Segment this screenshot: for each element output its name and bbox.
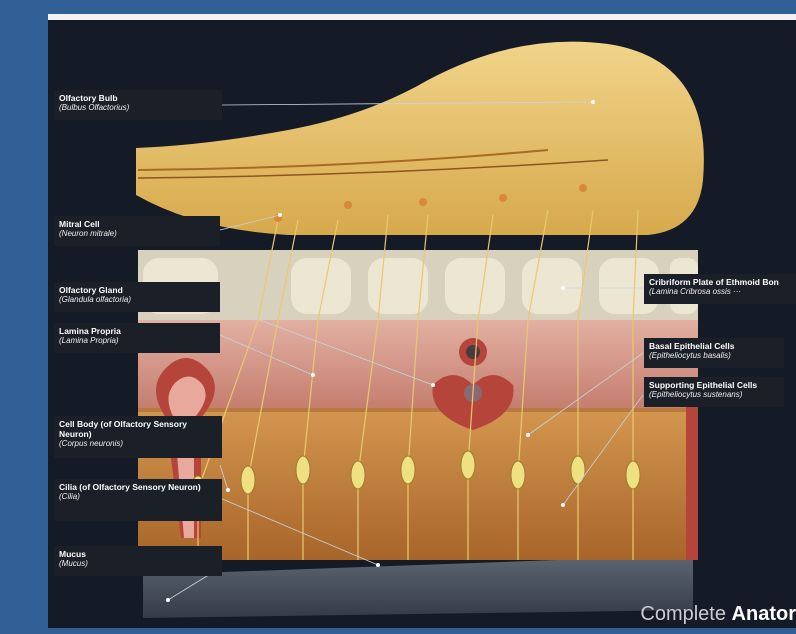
label-subtitle: (Neuron mitrale) [59, 229, 215, 239]
brand-bold: Anator [732, 603, 796, 625]
label-supporting-epithelial-cells[interactable]: Supporting Epithelial Cells (Epitheliocy… [644, 377, 784, 407]
label-lamina-propria[interactable]: Lamina Propria (Lamina Propria) [54, 323, 220, 353]
label-title: Cell Body (of Olfactory Sensory Neuron) [59, 419, 217, 439]
label-title: Cilia (of Olfactory Sensory Neuron) [59, 482, 217, 492]
label-title: Lamina Propria [59, 326, 215, 336]
label-subtitle: (Lamina Propria) [59, 336, 215, 346]
label-subtitle: (Epitheliocytus sustenans) [649, 390, 779, 400]
label-olfactory-bulb[interactable]: Olfactory Bulb (Bulbus Olfactorius) [54, 90, 222, 120]
label-subtitle: (Epitheliocytus basalis) [649, 351, 779, 361]
label-cell-body[interactable]: Cell Body (of Olfactory Sensory Neuron) … [54, 416, 222, 458]
label-subtitle: (Corpus neuronis) [59, 439, 217, 449]
label-title: Basal Epithelial Cells [649, 341, 779, 351]
label-subtitle: (Mucus) [59, 559, 217, 569]
cribriform-plate [138, 250, 698, 320]
label-subtitle: (Cilia) [59, 492, 217, 502]
label-title: Olfactory Bulb [59, 93, 217, 103]
label-subtitle: (Glandula olfactoria) [59, 295, 215, 305]
label-title: Cribriform Plate of Ethmoid Bon [649, 277, 791, 287]
label-mitral-cell[interactable]: Mitral Cell (Neuron mitrale) [54, 216, 220, 246]
label-cribriform-plate[interactable]: Cribriform Plate of Ethmoid Bon (Lamina … [644, 274, 796, 304]
label-olfactory-gland[interactable]: Olfactory Gland (Glandula olfactoria) [54, 282, 220, 312]
label-title: Mucus [59, 549, 217, 559]
olfactory-bulb [136, 42, 704, 235]
label-cilia[interactable]: Cilia (of Olfactory Sensory Neuron) (Cil… [54, 479, 222, 521]
brand-watermark: Complete Anator [640, 603, 796, 626]
label-title: Supporting Epithelial Cells [649, 380, 779, 390]
olfactory-epithelium [138, 404, 698, 560]
label-title: Mitral Cell [59, 219, 215, 229]
label-subtitle: (Lamina Cribrosa ossis ··· [649, 287, 791, 297]
label-basal-epithelial-cells[interactable]: Basal Epithelial Cells (Epitheliocytus b… [644, 338, 784, 368]
label-mucus[interactable]: Mucus (Mucus) [54, 546, 222, 576]
brand-prefix: Complete [640, 603, 731, 625]
anatomy-viewer[interactable]: Olfactory Bulb (Bulbus Olfactorius) Mitr… [48, 20, 796, 628]
label-title: Olfactory Gland [59, 285, 215, 295]
mucus-layer [143, 555, 693, 618]
label-subtitle: (Bulbus Olfactorius) [59, 103, 217, 113]
